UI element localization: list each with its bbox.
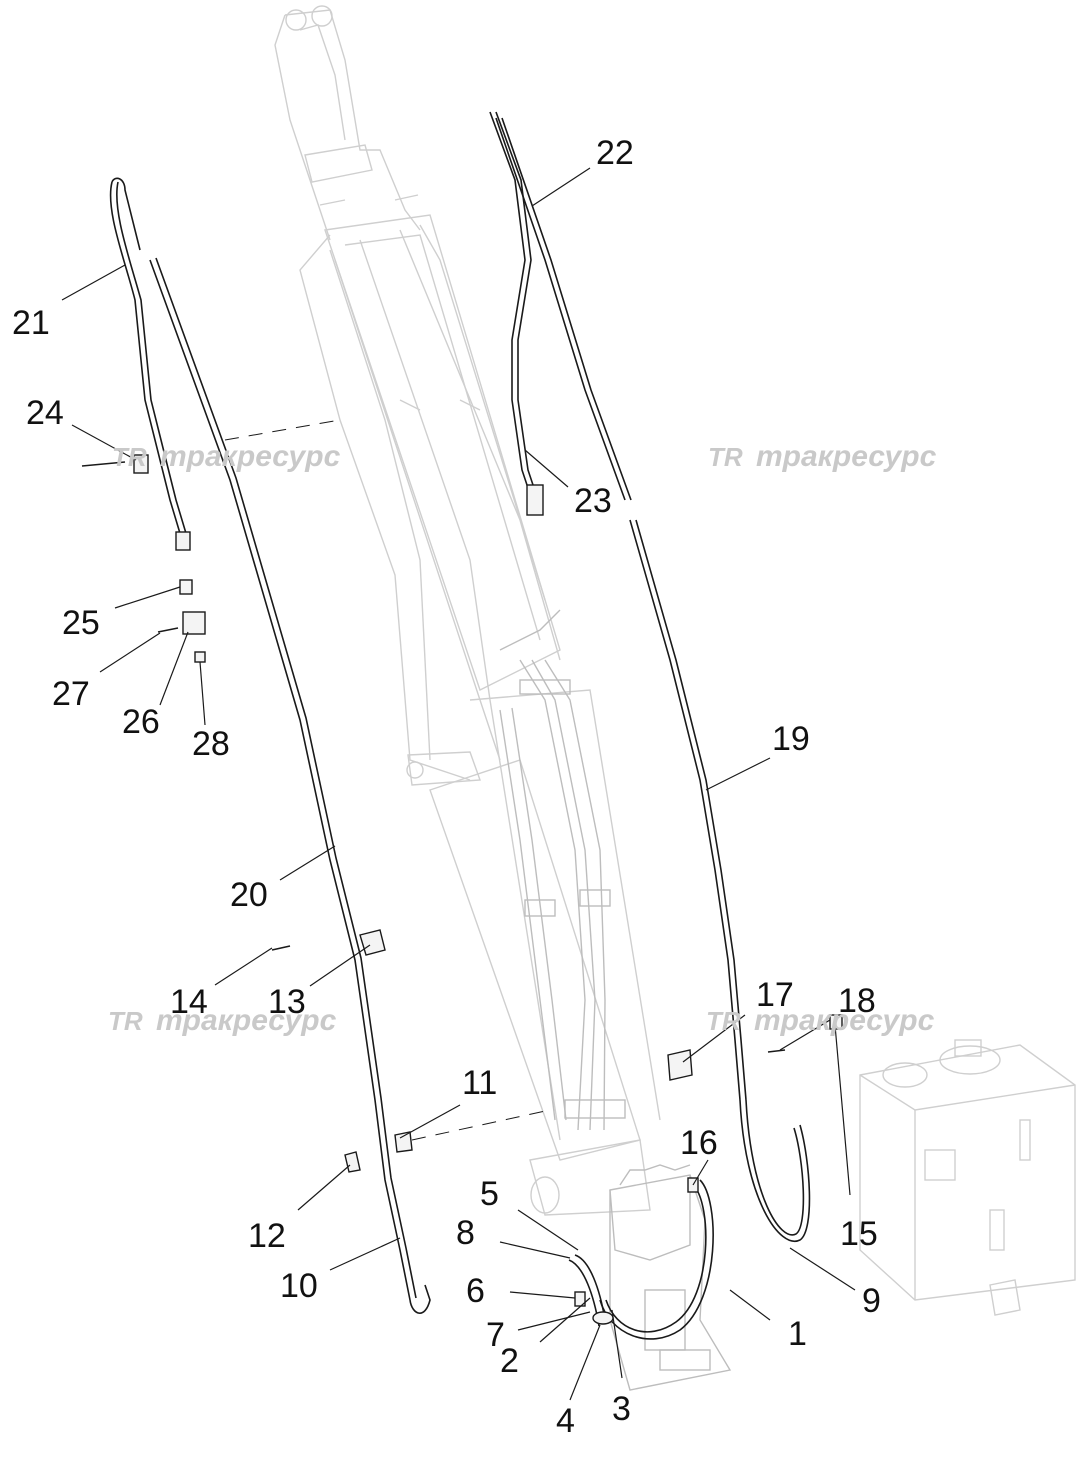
hydraulic-tank <box>859 1039 1076 1316</box>
hose-19 <box>629 519 747 1101</box>
hose-9 <box>739 1014 843 1243</box>
callout-1: 1 <box>788 1315 807 1353</box>
hose-8 <box>568 1254 614 1327</box>
alignment-lines <box>224 419 551 1141</box>
callout-12: 12 <box>248 1217 286 1255</box>
hose-22-23 <box>489 111 632 516</box>
control-valve <box>609 1164 732 1391</box>
hose-21 <box>109 177 191 551</box>
part-17 <box>667 1049 693 1081</box>
callout-2: 2 <box>500 1342 519 1380</box>
callout-4: 4 <box>556 1402 575 1440</box>
callout-17: 17 <box>756 976 794 1014</box>
part-11 <box>394 1131 413 1153</box>
watermark-1: TR тракресурс <box>112 440 341 473</box>
part-13 <box>359 929 386 956</box>
callout-13: 13 <box>268 983 306 1021</box>
watermark-text: тракресурс <box>756 440 937 473</box>
hose-1 <box>599 1179 714 1340</box>
watermark-logo: TR <box>112 442 147 472</box>
callout-21: 21 <box>12 304 50 342</box>
callout-6: 6 <box>466 1272 485 1310</box>
callout-5: 5 <box>480 1175 499 1213</box>
part-18 <box>767 1049 786 1053</box>
hardware-parts <box>81 454 786 1307</box>
callout-25: 25 <box>62 604 100 642</box>
part-27 <box>157 627 179 633</box>
callout-23: 23 <box>574 482 612 520</box>
callout-14: 14 <box>170 983 208 1021</box>
watermark-text: тракресурс <box>754 1004 935 1037</box>
callout-26: 26 <box>122 703 160 741</box>
callout-18: 18 <box>838 982 876 1020</box>
callout-24: 24 <box>26 394 64 432</box>
callout-15: 15 <box>840 1215 878 1253</box>
hose-20-left-long <box>149 257 431 1314</box>
boom-frame <box>274 5 661 1216</box>
callout-28: 28 <box>192 725 230 763</box>
callout-19: 19 <box>772 720 810 758</box>
watermark-logo: TR <box>108 1006 143 1036</box>
callout-27: 27 <box>52 675 90 713</box>
watermark-2: TR тракресурс <box>708 440 937 473</box>
watermark-logo: TR <box>708 442 743 472</box>
callout-16: 16 <box>680 1124 718 1162</box>
callout-22: 22 <box>596 134 634 172</box>
part-25 <box>179 579 193 595</box>
watermark-3: TR тракресурс <box>108 1004 337 1037</box>
callout-9: 9 <box>862 1282 881 1320</box>
part-28 <box>194 651 206 663</box>
callout-11: 11 <box>462 1064 497 1102</box>
callout-20: 20 <box>230 876 268 914</box>
part-14 <box>271 945 291 951</box>
leader-lines <box>61 167 856 1401</box>
part-26 <box>182 611 206 635</box>
callout-3: 3 <box>612 1390 631 1428</box>
callout-10: 10 <box>280 1267 318 1305</box>
part-callouts: 1 2 3 4 5 6 7 8 9 10 11 12 13 14 15 16 1… <box>12 134 881 1440</box>
part-24-bolt <box>81 461 126 467</box>
watermark-text: тракресурс <box>160 440 341 473</box>
part-6 <box>574 1291 586 1307</box>
part-24-clamp <box>133 454 149 474</box>
watermark-4: TR тракресурс <box>706 1004 935 1037</box>
callout-7: 7 <box>486 1316 505 1354</box>
callout-8: 8 <box>456 1214 475 1252</box>
part-12 <box>344 1151 361 1173</box>
watermark-logo: TR <box>706 1006 741 1036</box>
watermark-text: тракресурс <box>156 1004 337 1037</box>
